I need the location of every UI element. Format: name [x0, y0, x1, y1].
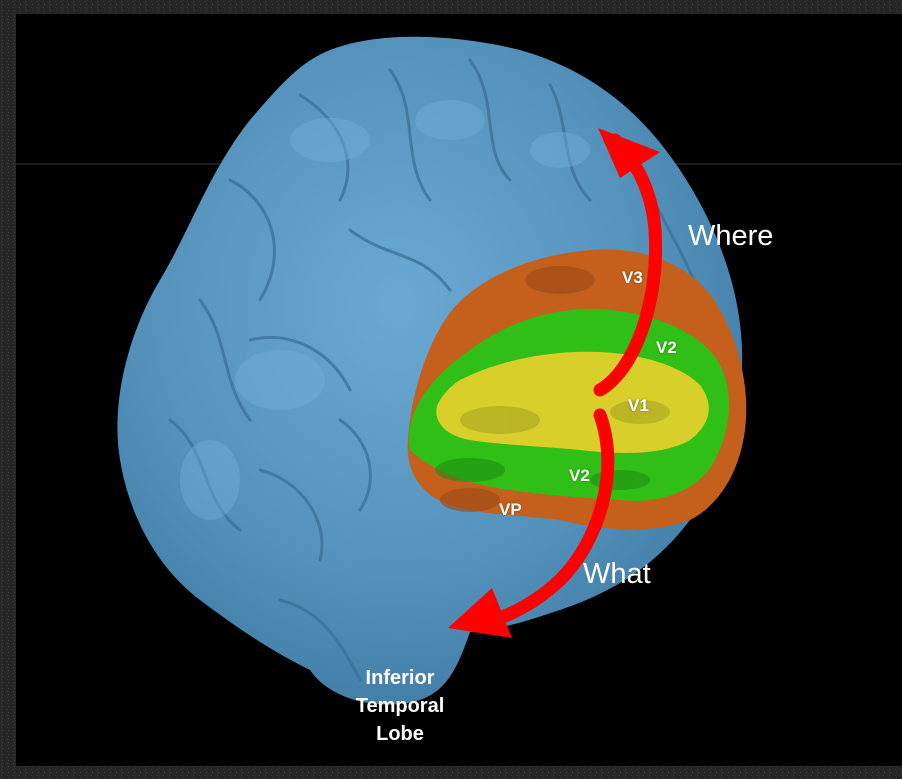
v2-upper-label: V2 — [656, 338, 677, 358]
v2-lower-label: V2 — [569, 466, 590, 486]
inferior-temporal-lobe-label: Inferior Temporal Lobe — [345, 664, 455, 748]
v3-label: V3 — [622, 268, 643, 288]
v1-label: V1 — [628, 396, 649, 416]
frame-left — [0, 0, 16, 779]
vp-label: VP — [499, 500, 522, 520]
frame-bottom — [0, 766, 902, 779]
what-label: What — [583, 558, 651, 591]
itl-line-2: Temporal — [345, 692, 455, 720]
itl-line-1: Inferior — [345, 664, 455, 692]
where-label: Where — [688, 220, 773, 253]
itl-line-3: Lobe — [345, 720, 455, 748]
frame-top — [0, 0, 902, 14]
